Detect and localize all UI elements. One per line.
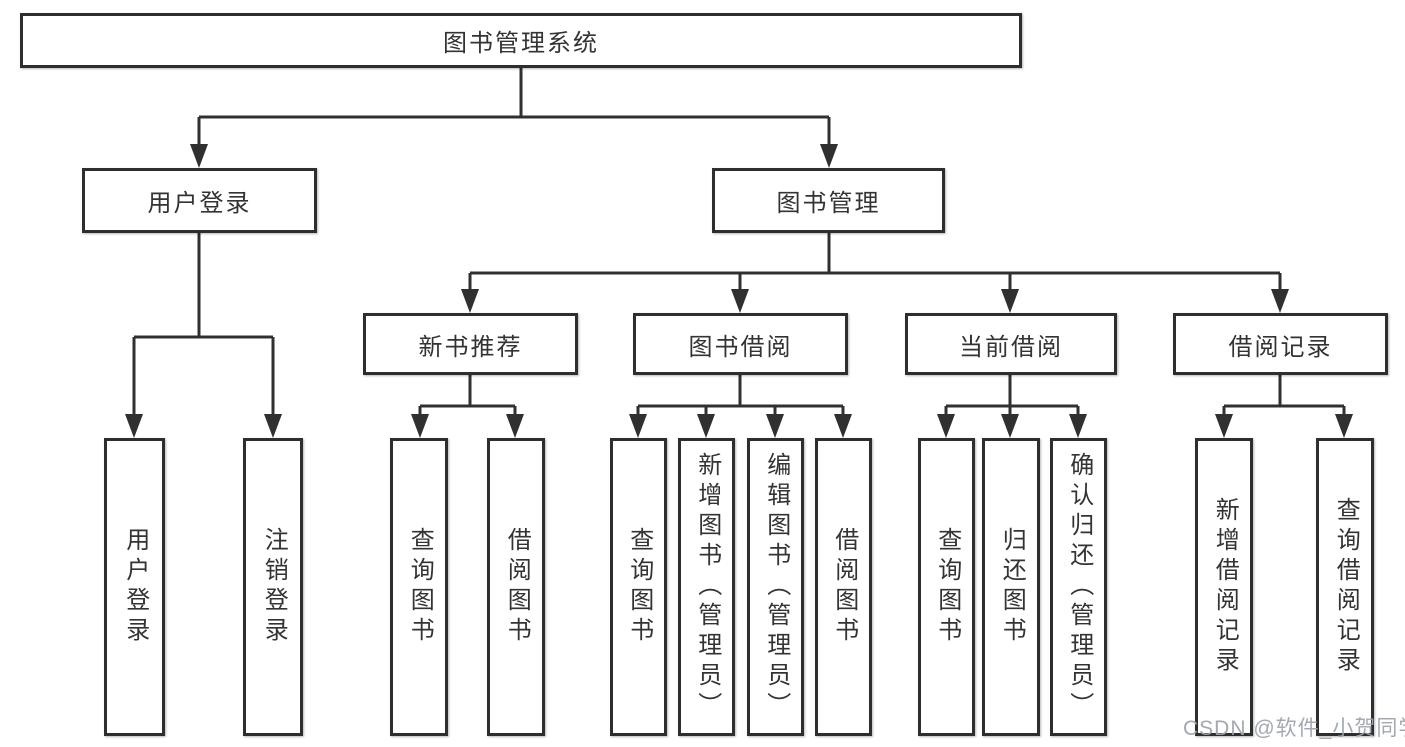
node-add-borrow-record: 新增借阅记录 <box>1195 438 1253 736</box>
node-borrow-records: 借阅记录 <box>1173 313 1388 375</box>
node-add-book-admin: 新增图书（管理员） <box>678 438 735 736</box>
node-query-borrow-record: 查询借阅记录 <box>1316 438 1374 736</box>
node-current-borrow: 当前借阅 <box>905 313 1117 375</box>
node-book-management: 图书管理 <box>712 168 945 233</box>
node-confirm-return-admin: 确认归还（管理员） <box>1050 438 1107 736</box>
node-label: 用户登录 <box>121 527 149 647</box>
edge-lines <box>132 68 1346 417</box>
node-query-books-1: 查询图书 <box>390 438 448 736</box>
csdn-watermark: CSDN @软件_小贺同学 <box>1183 717 1405 740</box>
node-label: 借阅图书 <box>503 527 531 647</box>
node-label: 借阅记录 <box>1228 333 1333 361</box>
node-label: 借阅图书 <box>830 527 858 647</box>
node-label: 注销登录 <box>260 527 288 647</box>
node-label: 用户登录 <box>147 190 252 217</box>
node-query-books-3: 查询图书 <box>918 438 975 736</box>
node-return-book: 归还图书 <box>982 438 1040 736</box>
node-label: 查询借阅记录 <box>1332 497 1360 677</box>
node-label: 归还图书 <box>998 527 1026 647</box>
node-label: 图书管理系统 <box>443 30 599 57</box>
node-label: 新增图书（管理员） <box>693 452 721 722</box>
node-borrow-books-1: 借阅图书 <box>487 438 545 736</box>
node-user-login-action: 用户登录 <box>104 438 165 736</box>
node-logout-action: 注销登录 <box>243 438 303 736</box>
node-label: 查询图书 <box>933 527 961 647</box>
node-query-books-2: 查询图书 <box>610 438 667 736</box>
node-label: 图书管理 <box>776 190 881 217</box>
node-label: 查询图书 <box>625 527 653 647</box>
node-library-system: 图书管理系统 <box>20 13 1022 68</box>
node-book-borrow: 图书借阅 <box>633 313 848 375</box>
node-label: 查询图书 <box>406 527 434 647</box>
node-edit-book-admin: 编辑图书（管理员） <box>747 438 804 736</box>
arrowhead-icon <box>125 144 1353 438</box>
node-borrow-books-2: 借阅图书 <box>815 438 872 736</box>
node-label: 新增借阅记录 <box>1211 497 1239 677</box>
node-label: 新书推荐 <box>418 333 523 361</box>
node-label: 图书借阅 <box>688 333 793 361</box>
node-new-book-recommend: 新书推荐 <box>363 313 578 375</box>
node-label: 当前借阅 <box>959 333 1063 361</box>
node-user-login: 用户登录 <box>82 168 317 233</box>
node-label: 确认归还（管理员） <box>1065 452 1093 722</box>
node-label: 编辑图书（管理员） <box>762 452 790 722</box>
